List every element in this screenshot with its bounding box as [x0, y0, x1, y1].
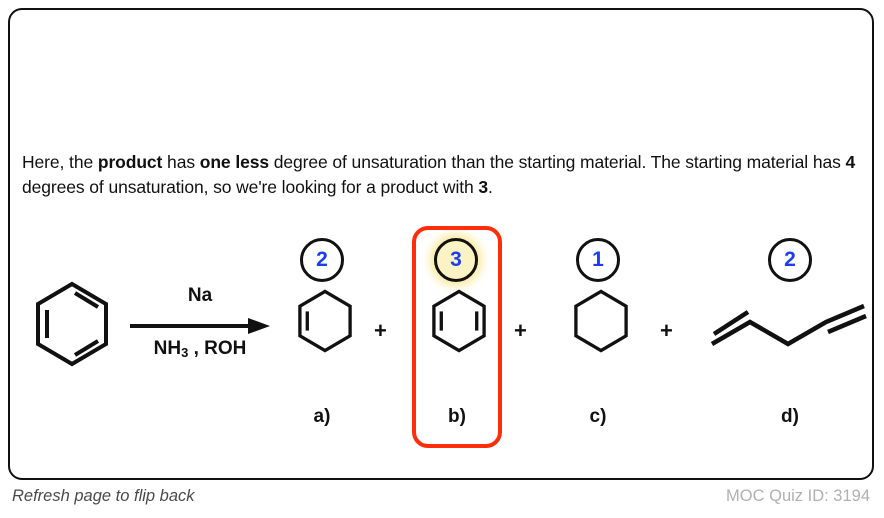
- cyclohexane-structure: [570, 282, 632, 360]
- badge-degrees-a: 2: [300, 238, 344, 282]
- reaction-conditions: Na NH3 , ROH: [120, 220, 280, 450]
- explanation-segment-2: has: [162, 152, 200, 172]
- badge-degrees-b: 3: [434, 238, 478, 282]
- explanation-segment-1: Here, the: [22, 152, 98, 172]
- hexadiene-structure: [706, 298, 878, 352]
- answer-option-a[interactable]: 2 a): [272, 220, 372, 450]
- plus-separator-1: +: [374, 318, 387, 343]
- option-letter-a: a): [313, 406, 331, 427]
- answer-option-b[interactable]: 3 b): [408, 220, 506, 450]
- reagent-nh3-subscript: 3: [181, 345, 189, 360]
- option-letter-d: d): [781, 406, 799, 427]
- reaction-scheme: Na NH3 , ROH 2 a): [10, 220, 884, 450]
- reagent-below-arrow: NH3 , ROH: [122, 338, 278, 360]
- explanation-segment-4: degrees of unsaturation, so we're lookin…: [22, 177, 479, 197]
- cyclohexadiene-structure: [428, 282, 490, 360]
- reaction-arrow-icon: [128, 316, 272, 336]
- explanation-bold-product: product: [97, 152, 163, 172]
- explanation-bold-four: 4: [845, 152, 856, 172]
- badge-degrees-c: 1: [576, 238, 620, 282]
- starting-material-benzene: [18, 220, 122, 450]
- quiz-id-label: MOC Quiz ID: 3194: [726, 487, 870, 505]
- badge-degrees-d: 2: [768, 238, 812, 282]
- refresh-hint: Refresh page to flip back: [12, 487, 195, 505]
- plus-separator-2: +: [514, 318, 527, 343]
- answer-option-d[interactable]: 2 d): [700, 220, 880, 450]
- quiz-card: Here, the product has one less degree of…: [8, 8, 874, 480]
- cyclohexene-structure: [294, 282, 356, 360]
- explanation-segment-5: .: [488, 177, 493, 197]
- option-letter-b: b): [448, 406, 466, 427]
- explanation-segment-3: degree of unsaturation than the starting…: [268, 152, 846, 172]
- reagent-nh-text: NH: [153, 338, 182, 359]
- explanation-text: Here, the product has one less degree of…: [22, 150, 864, 200]
- answer-option-c[interactable]: 1 c): [548, 220, 648, 450]
- explanation-bold-three: 3: [478, 177, 489, 197]
- reagent-roh-text: , ROH: [188, 338, 247, 359]
- reagent-above-arrow: Na: [187, 285, 213, 306]
- option-letter-c: c): [589, 406, 607, 427]
- benzene-structure: [30, 278, 114, 370]
- explanation-bold-one-less: one less: [199, 152, 269, 172]
- plus-separator-3: +: [660, 318, 673, 343]
